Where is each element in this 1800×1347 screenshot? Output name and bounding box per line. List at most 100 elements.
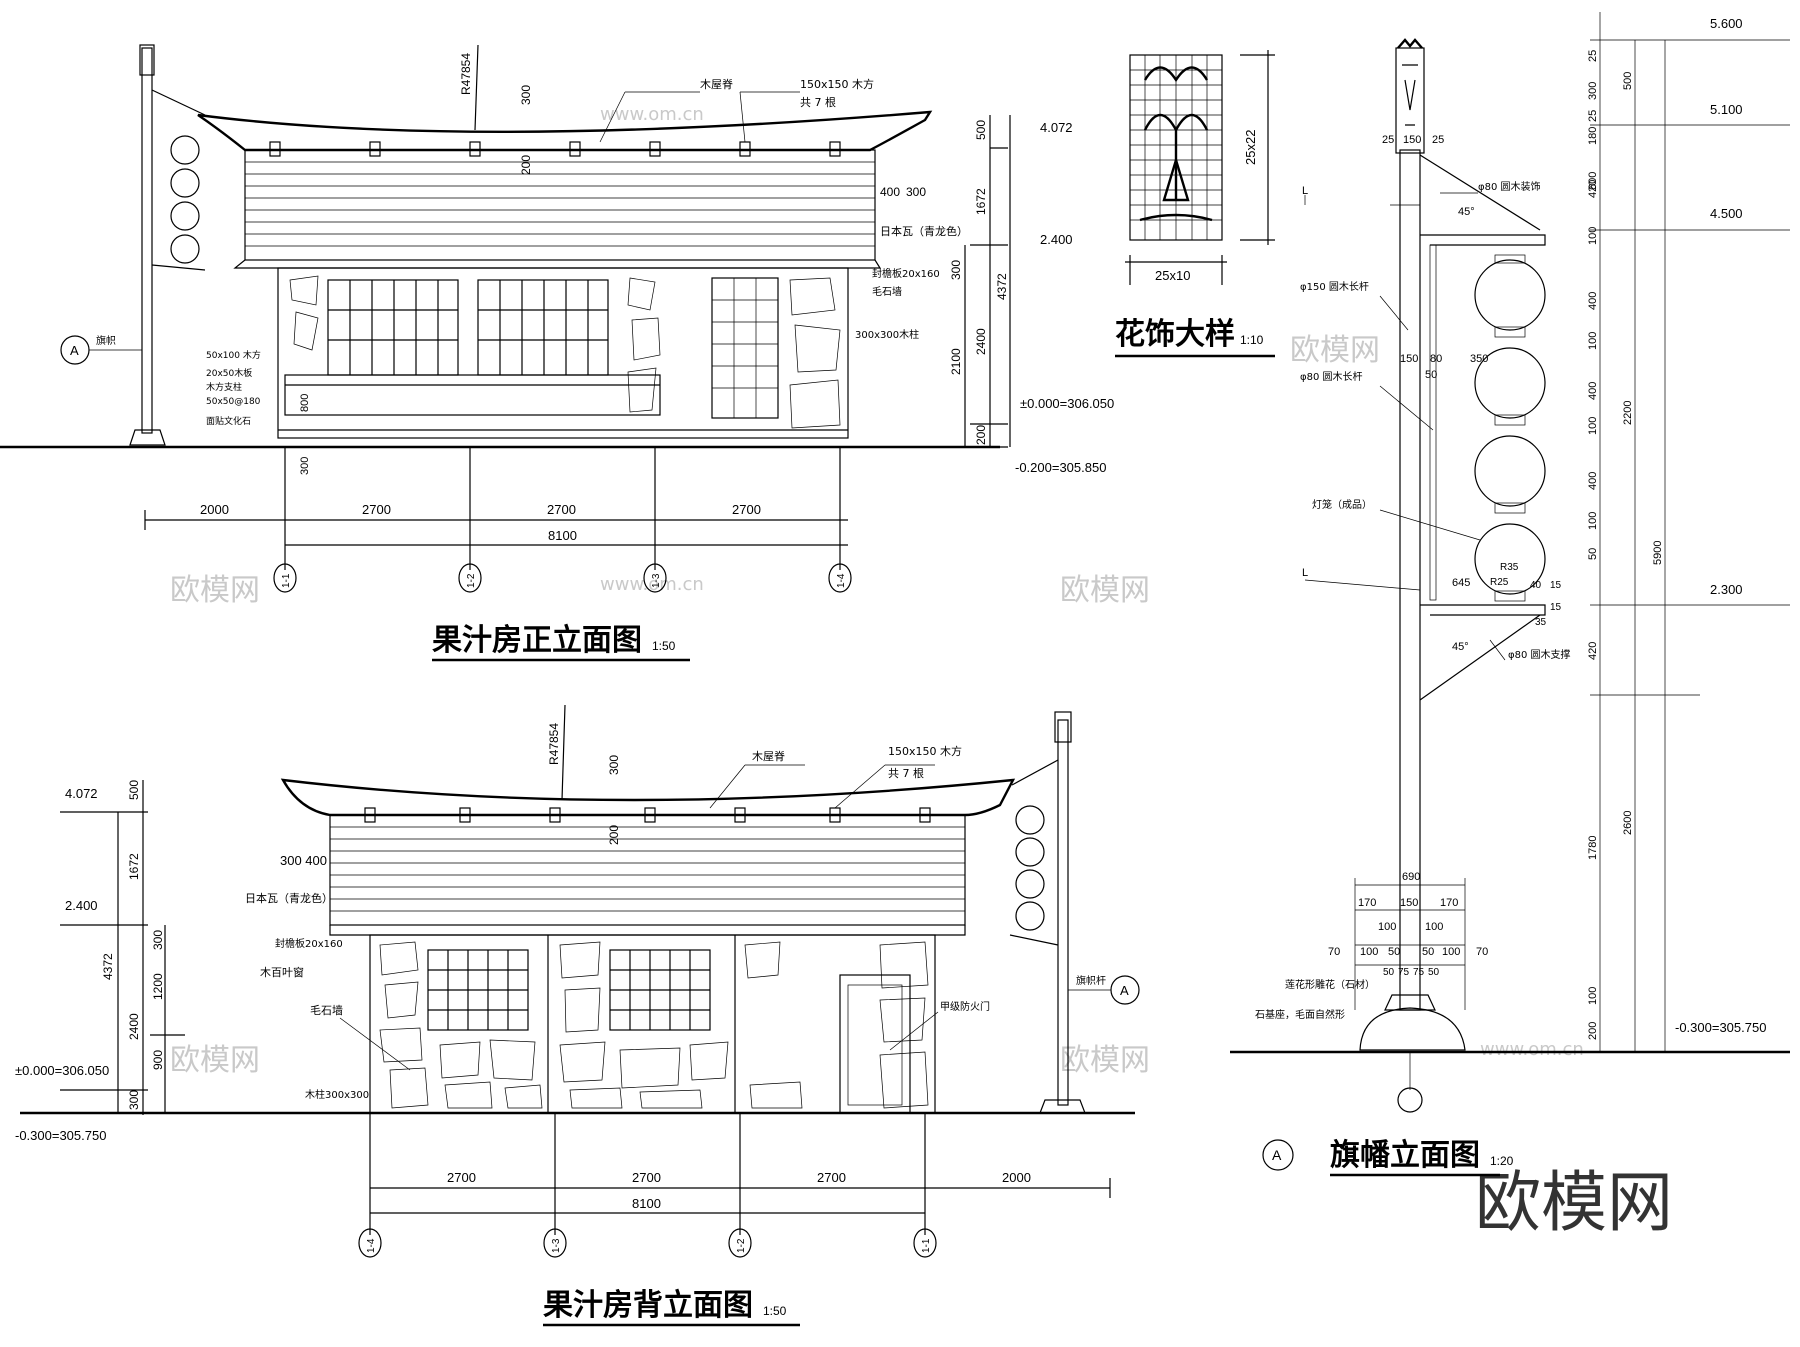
back-label-beam-count: 共 7 根 [888,766,924,780]
back-vdim-2: 1672 [127,853,141,880]
flag-v-3: 25 [1587,110,1599,122]
axis-4: 1-4 [836,573,847,588]
level-4: -0.200=305.850 [1015,460,1106,475]
back-vdim-1: 500 [127,780,141,800]
flag-v-4: 180 [1587,127,1599,145]
flag-v-10: 400 [1587,382,1599,400]
flag-level-1: 5.600 [1710,16,1743,31]
flag-level-4: 2.300 [1710,582,1743,597]
flag-v-1: 25 [1587,50,1599,62]
label-left-1: 50x100 木方 [206,349,261,361]
back-label-fascia: 封檐板20x160 [275,937,343,950]
back-scale: 1:50 [763,1304,787,1318]
dim-300b: 300 [906,185,926,199]
flag-label-2: φ150 圆木长杆 [1300,281,1369,293]
watermark-url: www.om.cn [600,104,704,125]
detail-dim-h: 25x10 [1155,268,1190,283]
flag-far-4: 5900 [1652,541,1664,565]
flag-v-17: 100 [1587,987,1599,1005]
flag-v-7: 100 [1587,227,1599,245]
back-radius: R47854 [547,723,561,765]
back-elevation: A 旗帜杆 R47854 300 200 木屋脊 150x150 木方 共 7 … [15,704,1140,1327]
label-beam-count: 共 7 根 [800,95,836,109]
detail-title: 花饰大样 [1115,317,1235,352]
flag-b-50b: 50 [1422,946,1434,958]
flag-s-150a: 150 [1403,134,1421,146]
flag-b-50d: 50 [1428,967,1440,978]
flag-level-3: 4.500 [1710,206,1743,221]
back-title: 果汁房背立面图 [543,1288,753,1323]
flag-L-top: L [1302,185,1308,197]
flag-s-15a: 15 [1550,580,1562,591]
back-label-door: 甲级防火门 [940,1000,990,1013]
back-dim-total: 8100 [632,1196,661,1211]
axis-3: 1-3 [651,573,662,588]
vdim-left-3: 300 [949,260,963,280]
axis-a-bubble: A [70,343,79,358]
flag-v-5: 600 [1587,172,1599,190]
flag-r35: R35 [1500,562,1519,573]
front-scale: 1:50 [652,639,676,653]
back-label-stone: 毛石墙 [310,1003,343,1017]
flag-label-7: 石基座，毛面自然形 [1255,1008,1345,1021]
flag-45-top: 45° [1458,206,1475,218]
flag-b-690: 690 [1402,871,1420,883]
flag-b-150: 150 [1400,897,1418,909]
flag-s-25a: 25 [1382,134,1394,146]
flag-level-2: 5.100 [1710,102,1743,117]
back-axis-a: A [1120,983,1129,998]
label-left-5: 面贴文化石 [206,415,251,427]
dim-800: 800 [299,394,311,412]
flag-v-12: 400 [1587,472,1599,490]
dim-300-base: 300 [299,457,311,475]
back-label-eave: 木屋脊 [752,749,785,763]
flag-b-100b: 100 [1425,921,1443,933]
label-fascia: 封檐板20x160 [872,267,940,280]
watermark-url: www.om.cn [600,574,704,595]
flag-v-13: 100 [1587,512,1599,530]
dim-300-top: 300 [519,85,533,105]
axis-2: 1-2 [466,573,477,588]
back-vdim-3: 4372 [101,953,115,980]
flag-s-15b: 15 [1550,602,1562,613]
back-label-shutter: 木百叶窗 [260,965,304,979]
back-dim-h-1: 2700 [447,1170,476,1185]
flag-v-15: 420 [1587,642,1599,660]
flag-s-150b: 150 [1400,353,1418,365]
flag-far-3: 2600 [1622,811,1634,835]
detail-dim-v: 25x22 [1243,130,1258,165]
detail-scale: 1:10 [1240,333,1264,347]
flag-v-6: 420 [1587,180,1599,198]
dim-h-2: 2700 [362,502,391,517]
watermark-logo: 欧模网 [1475,1164,1673,1241]
back-dim-300-400: 300 400 [280,853,327,868]
vdim-right-2: 2400 [974,328,988,355]
flag-v-16: 1780 [1587,836,1599,860]
watermark: 欧模网 [1290,333,1380,368]
flag-far-2: 2200 [1622,401,1634,425]
back-dim-h-2: 2700 [632,1170,661,1185]
level-1: 4.072 [1040,120,1073,135]
flag-b-70a: 70 [1328,946,1340,958]
label-beam: 150x150 木方 [800,77,874,91]
dim-200: 200 [519,155,533,175]
flag-b-100a: 100 [1378,921,1396,933]
back-axis-3: 1-2 [736,1238,747,1253]
front-elevation: A 旗帜 R47854 300 200 木屋脊 150x150 木方 共 7 根… [0,44,1114,662]
dim-total: 8100 [548,528,577,543]
label-left-4: 50x50@180 [206,397,261,407]
flag-far-1: 500 [1622,72,1634,90]
back-level-2: 2.400 [65,898,98,913]
flag-s-25b: 25 [1432,134,1444,146]
vdim-left-4: 2100 [949,348,963,375]
dim-h-4: 2700 [732,502,761,517]
watermark: 欧模网 [170,1043,260,1078]
flag-label: 旗帜 [96,334,116,347]
flag-v-14: 50 [1587,548,1599,560]
vdim-left-1: 500 [974,120,988,140]
flag-L-bottom: L [1302,567,1308,579]
back-dim-200: 200 [607,825,621,845]
flag-s-40: 40 [1530,580,1542,591]
back-vdim-b2: 1200 [151,973,165,1000]
watermark: 欧模网 [170,573,260,608]
